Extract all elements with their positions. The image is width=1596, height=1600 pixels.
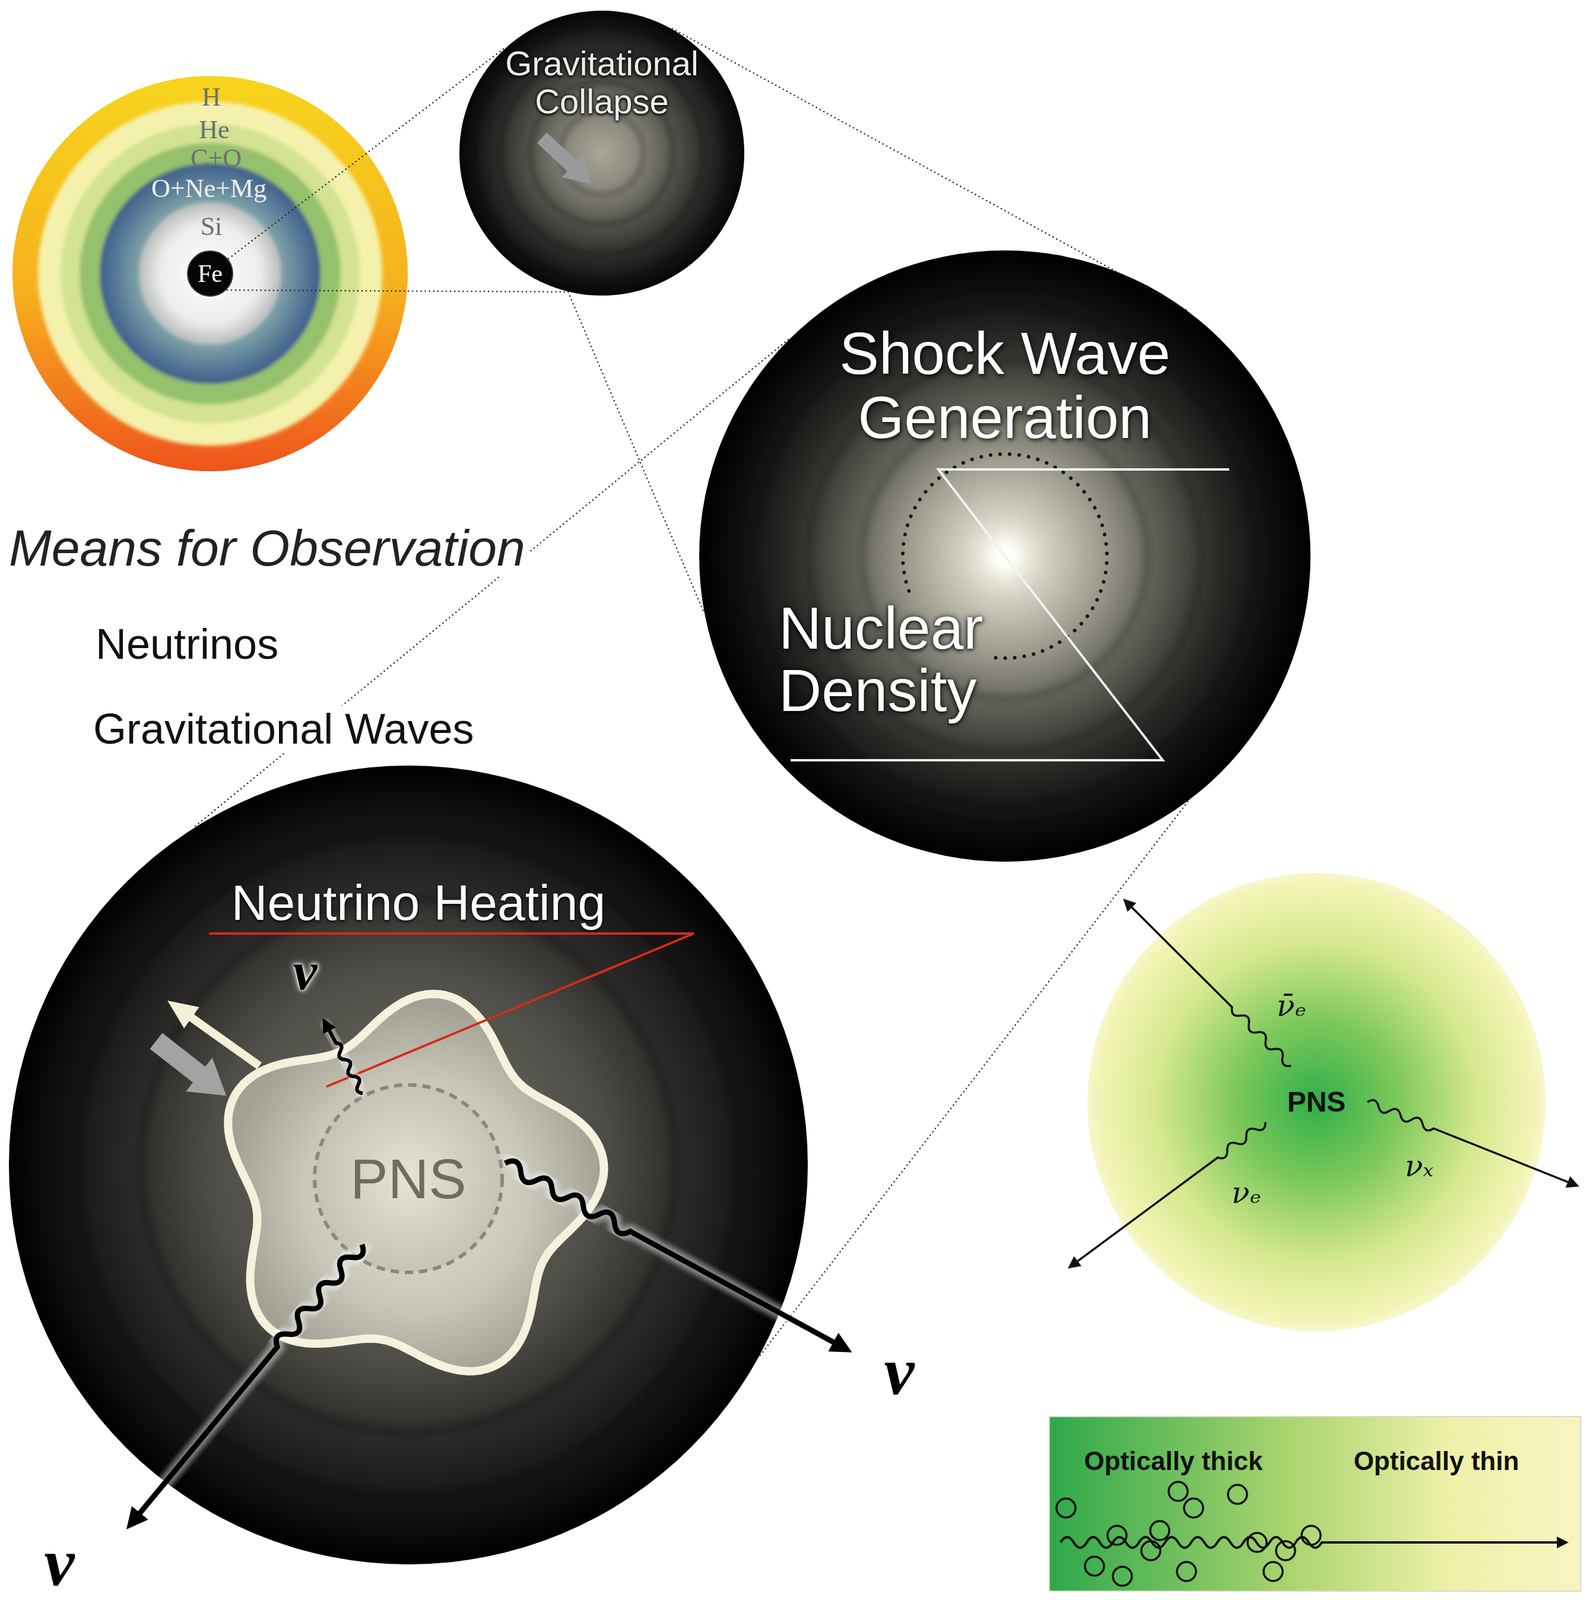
neutrino-symbol: ν xyxy=(293,943,318,999)
star-cross-section: H HeC+OO+Ne+MgSiFe xyxy=(11,75,409,472)
list-item: Neutrinos xyxy=(91,620,282,668)
neutrino-arrow xyxy=(321,1020,366,1096)
neutrino-arrow xyxy=(1365,1098,1579,1190)
layer-label: C+O xyxy=(190,144,242,173)
neutrino-arrow xyxy=(1121,897,1294,1069)
core-label: PNS xyxy=(1287,1086,1347,1119)
neutrino-arrow xyxy=(1067,1118,1268,1271)
outflow-arrow xyxy=(159,990,267,1077)
layer-label: Si xyxy=(200,212,223,241)
callout-label: Neutrino Heating xyxy=(231,875,606,931)
zoom-connector xyxy=(194,339,1189,1356)
neutrino-label: νₓ xyxy=(1404,1150,1434,1183)
layer-label: O+Ne+Mg xyxy=(151,174,267,203)
zoom-line xyxy=(568,292,704,613)
zoom-line xyxy=(227,290,568,293)
neutrino-symbol: ν xyxy=(43,1528,75,1597)
zoom-line xyxy=(760,801,1189,1356)
neutrino-symbol: ν xyxy=(883,1337,915,1406)
optical-depth-band: Optically thick Optically thin xyxy=(1048,1416,1582,1592)
zoom-line xyxy=(194,339,789,828)
neutrino-arrow xyxy=(502,1157,850,1356)
core-label: Fe xyxy=(197,259,223,288)
callout-label: Nuclear Density xyxy=(778,597,1040,722)
zoom-connector xyxy=(227,46,568,293)
neutrino-label: νₑ xyxy=(1231,1176,1262,1210)
layer-label: H xyxy=(201,83,221,112)
heading: Means for Observation xyxy=(5,519,529,577)
neutrino-label: ν̄ₑ xyxy=(1276,990,1307,1023)
list-item: Gravitational Waves xyxy=(89,705,478,753)
collapse-circle: Gravitational Collapse xyxy=(458,10,745,297)
zoom-connector xyxy=(568,28,1189,613)
optical-depth-band xyxy=(1048,1416,1582,1592)
heating-leader xyxy=(208,933,694,1087)
layer-label: He xyxy=(198,115,230,145)
shock-circle: Shock Wave GenerationNuclear Density xyxy=(698,249,1312,863)
infall-arrow xyxy=(143,1024,240,1113)
pns-neutrino-circle: ν̄ₑPNS νₓ νₑ xyxy=(1086,872,1547,1332)
iron-core: Fe xyxy=(186,249,234,298)
neutrino-arrow xyxy=(125,1240,367,1529)
zoom-line xyxy=(672,28,1190,312)
stage-label: Gravitational Collapse xyxy=(483,44,721,121)
region-label: Optically thin xyxy=(1353,1447,1520,1476)
pns-core: PNS xyxy=(311,1082,506,1276)
stage-label: Shock Wave Generation xyxy=(814,321,1195,450)
heating-circle: Neutrino HeatingPNS xyxy=(8,765,809,1566)
zoom-line xyxy=(228,46,507,259)
core-label: PNS xyxy=(350,1147,466,1211)
region-label: Optically thick xyxy=(1084,1447,1264,1476)
